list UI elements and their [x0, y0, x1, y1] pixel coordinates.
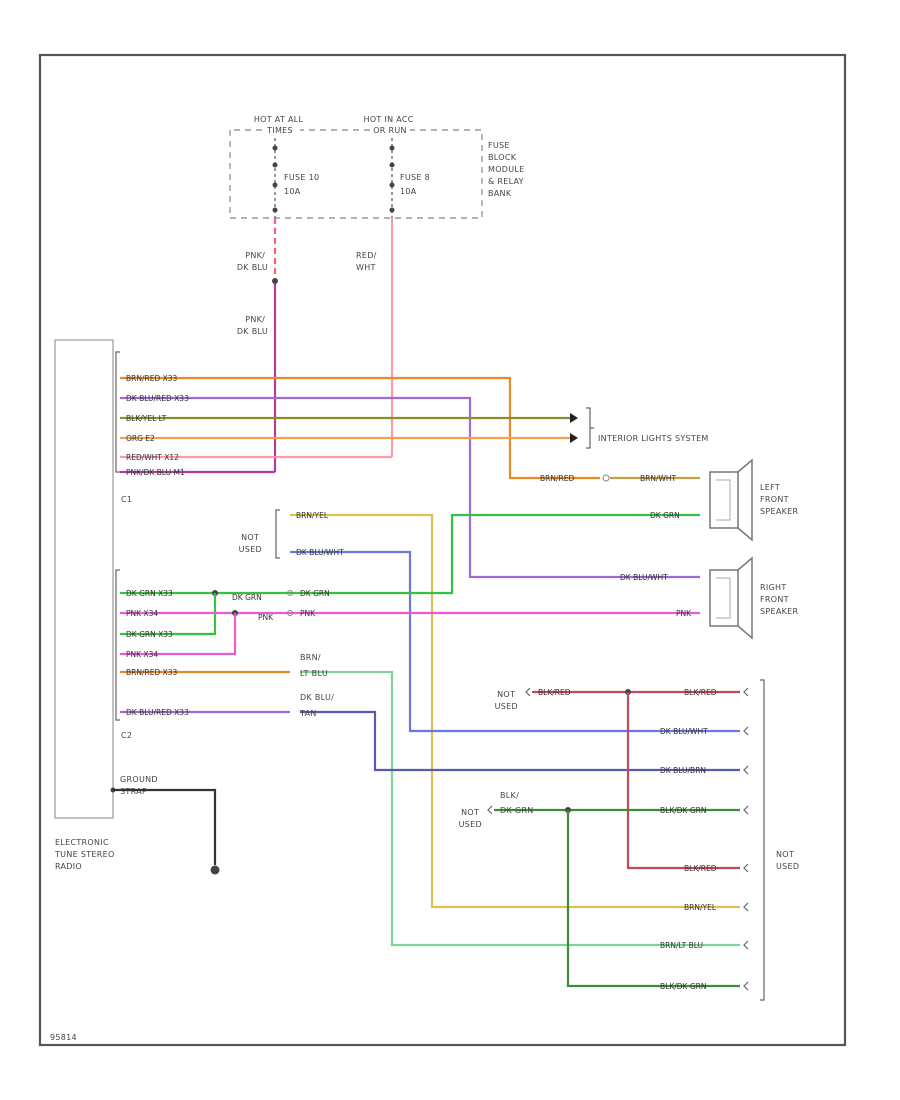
connector-c1-label: C1 — [121, 495, 132, 504]
splice-wire-label: DK GRN — [232, 593, 262, 602]
fuse-terminal — [272, 162, 278, 168]
wire-brn-red-c1 — [120, 376, 600, 480]
left-speaker-label: LEFT FRONT SPEAKER — [760, 483, 799, 516]
not-used-wire-label: DK BLU/WHT — [296, 548, 344, 557]
inline-connector — [602, 474, 610, 482]
not-used-wire-label: BLK/RED — [538, 688, 571, 697]
c2-wire-label: PNK X34 — [126, 609, 158, 618]
fuse-terminal — [389, 182, 395, 188]
radio-body — [54, 339, 114, 819]
right-column-wire-label: BLK/RED — [684, 864, 717, 873]
right-speaker-wire-label: PNK — [676, 609, 692, 618]
fuse-terminal — [389, 207, 395, 213]
fuse-block: HOT AT ALL TIMES HOT IN ACC OR RUN FUSE … — [229, 115, 527, 219]
wire-dk-grn-c2 — [120, 513, 700, 595]
fuse-8-label: FUSE 8 10A — [400, 173, 433, 196]
not-used-wire-label: BRN/YEL — [296, 511, 329, 520]
wire-dk-blu-wht — [290, 550, 740, 733]
c1-wire-label: BLK/YEL LT — [126, 414, 167, 423]
left-speaker-wire-label: DK GRN — [650, 511, 680, 520]
not-used-bracket — [760, 679, 765, 1001]
diagram-code: 95814 — [50, 1033, 77, 1042]
fuse-terminal — [272, 207, 278, 213]
right-speaker-wire-label: DK BLU/WHT — [620, 573, 668, 582]
radio-name-label: ELECTRONIC TUNE STEREO RADIO — [54, 838, 117, 871]
fuse-terminal — [389, 145, 395, 151]
blk-dk-grn-label: BLK/ DK GRN — [500, 791, 534, 815]
not-used-top-label: NOT USED — [239, 533, 262, 554]
right-column-wire-label: BRN/YEL — [684, 903, 717, 912]
inline-connector — [287, 610, 293, 616]
wire-pnk-c2-b — [120, 613, 237, 656]
not-used-low-label: NOT USED — [459, 808, 482, 829]
c1-wire-label: ORG E2 — [126, 434, 155, 443]
splice-dot — [272, 278, 278, 284]
hot-at-all-times-label: HOT AT ALL TIMES — [254, 115, 306, 135]
splice-wire-label: PNK — [300, 609, 316, 618]
right-column-wire-label: BLK/DK GRN — [660, 806, 706, 815]
pnk-dk-blu-label-lower: PNK/ DK BLU — [237, 315, 268, 336]
right-column-wire-label: BLK/DK GRN — [660, 982, 706, 991]
left-speaker — [709, 458, 753, 542]
right-column-wire-label: BLK/RED — [684, 688, 717, 697]
right-not-used-label: NOT USED — [776, 850, 799, 871]
c2-wire-label: PNK X34 — [126, 650, 158, 659]
wire-dk-blu-red-c1 — [120, 396, 700, 579]
wire-brn-lt-blu — [300, 670, 740, 947]
c2-wire-label: DK GRN X33 — [126, 589, 173, 598]
ground-point — [210, 865, 220, 875]
c2-wire-label: BRN/RED X33 — [126, 668, 178, 677]
c1-wire-label: PNK/DK BLU M1 — [126, 468, 185, 477]
right-speaker — [709, 556, 753, 640]
fuse-block-label: FUSE BLOCK MODULE & RELAY BANK — [488, 141, 527, 198]
c1-wire-label: DK BLU/RED X33 — [126, 394, 189, 403]
hot-in-acc-label: HOT IN ACC OR RUN — [364, 115, 417, 135]
dk-blu-tan-label: DK BLU/ TAN — [299, 693, 337, 718]
wire-blk-red-2 — [626, 692, 740, 870]
arrow-right — [570, 413, 578, 423]
ground-strap-label: GROUND STRAP — [120, 775, 161, 796]
fuse-terminal — [272, 145, 278, 151]
pnk-dk-blu-label-upper: PNK/ DK BLU — [237, 251, 268, 272]
interior-lights-label: INTERIOR LIGHTS SYSTEM — [598, 434, 709, 443]
red-wht-label: RED/ WHT — [356, 251, 380, 272]
fuse-terminal — [389, 162, 395, 168]
c1-wire-label: RED/WHT X12 — [126, 453, 179, 462]
right-column-wire-label: BRN/LT BLU — [660, 941, 703, 950]
c1-wire-label: BRN/RED X33 — [126, 374, 178, 383]
c2-wire-label: DK GRN X33 — [126, 630, 173, 639]
splice-wire-label: PNK — [258, 613, 274, 622]
arrow-right — [570, 433, 578, 443]
right-column-wire-label: DK BLU/WHT — [660, 727, 708, 736]
splice-wire-label: DK GRN — [300, 589, 330, 598]
fuse-10-label: FUSE 10 10A — [284, 173, 322, 196]
diagram-frame — [38, 53, 847, 1047]
left-speaker-wire-label: BRN/WHT — [640, 474, 677, 483]
wire-brn-yel — [290, 513, 740, 909]
wire-dk-grn-c2-b — [120, 593, 217, 636]
right-speaker-label: RIGHT FRONT SPEAKER — [760, 583, 799, 616]
right-column-wire-label: DK BLU/BRN — [660, 766, 706, 775]
not-used-mid-label: NOT USED — [495, 690, 518, 711]
left-speaker-wire-label: BRN/RED — [540, 474, 574, 483]
brn-lt-blu-label: BRN/ LT BLU — [300, 653, 328, 678]
ground-wire — [113, 788, 217, 865]
inline-connector — [287, 590, 293, 596]
right-terminals — [743, 687, 749, 991]
wire-dk-blu-tan — [300, 710, 740, 772]
radio: C1 C2 ELECTRONIC TUNE STEREO RADIO GROUN… — [54, 339, 220, 875]
connector-c2-label: C2 — [121, 731, 132, 740]
wire-blk-dk-grn-2 — [566, 810, 740, 988]
fuse-terminal — [272, 182, 278, 188]
c2-wire-label: DK BLU/RED X33 — [126, 708, 189, 717]
